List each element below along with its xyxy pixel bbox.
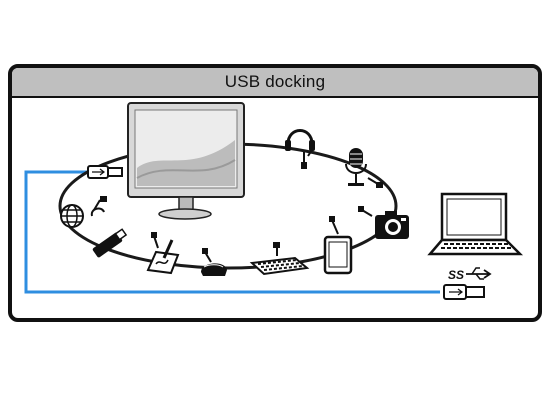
usb-plug-icon: [87, 165, 123, 179]
superspeed-label: SS: [448, 268, 464, 282]
microphone-icon: [345, 148, 383, 188]
tablet-icon: [323, 216, 353, 275]
panel-title: USB docking: [224, 72, 326, 91]
monitor-icon: [127, 102, 245, 220]
headset-icon: [285, 129, 315, 169]
laptop-icon: [427, 192, 524, 256]
superspeed-usb-logo-icon: SS: [448, 267, 492, 282]
panel-header: USB docking: [12, 68, 538, 98]
laptop-usb-plug-icon: [443, 284, 485, 300]
mouse-icon: [201, 248, 227, 276]
usb-uplink-cable: [24, 170, 440, 294]
keyboard-icon: [249, 242, 310, 276]
usb-stick-icon: [92, 228, 128, 258]
drawing-tablet-icon: [146, 232, 180, 275]
network-globe-icon: [60, 196, 107, 228]
camera-icon: [358, 206, 409, 239]
